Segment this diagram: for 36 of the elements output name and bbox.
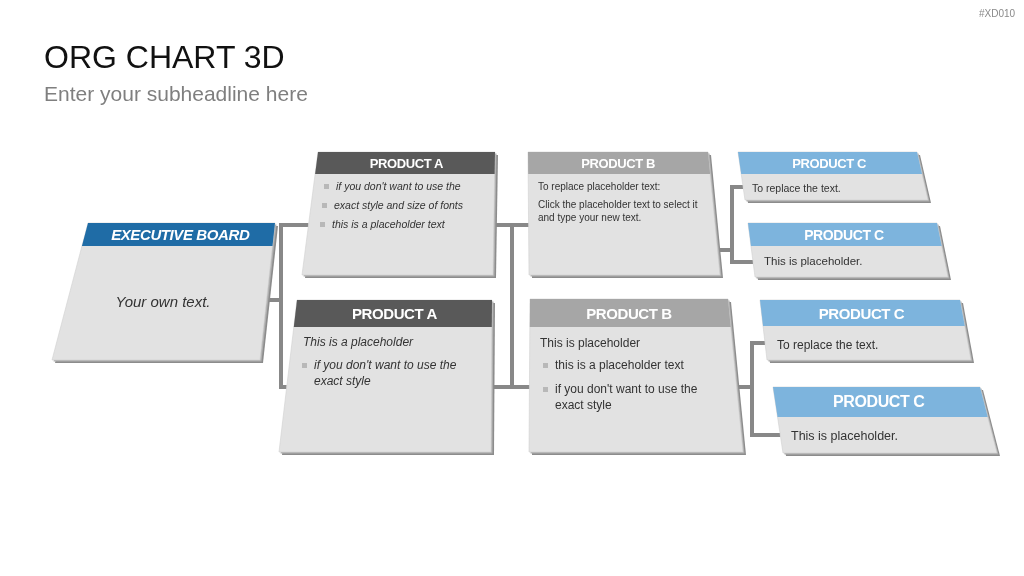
card-title: PRODUCT C (792, 155, 866, 171)
org-card (528, 152, 726, 279)
card-text: this is a placeholder text (332, 217, 446, 231)
card-text: this is a placeholder text (555, 357, 685, 373)
card-text: To replace placeholder text: (538, 180, 662, 193)
org-card (773, 387, 1003, 457)
card-title: PRODUCT C (818, 304, 905, 322)
card-text: Click the placeholder text to select it and type your new text. (538, 198, 699, 224)
card-title: PRODUCT C (804, 226, 884, 243)
card-text: exact style and size of fonts (334, 198, 464, 212)
org-card (302, 152, 501, 279)
card-text: if you don't want to use the exact style (314, 357, 458, 389)
card-title: PRODUCT A (351, 305, 437, 322)
card-text: To replace the text. (752, 181, 842, 195)
card-text: To replace the text. (777, 337, 880, 353)
card-text: if you don't want to use the (336, 179, 462, 193)
card-text: This is placeholder. (791, 428, 899, 444)
card-title: EXECUTIVE BOARD (111, 226, 250, 243)
org-card (279, 300, 498, 456)
org-card (52, 223, 281, 364)
card-title: PRODUCT C (833, 393, 925, 411)
org-card (760, 300, 977, 364)
card-title: PRODUCT B (586, 304, 672, 322)
org-card (529, 299, 749, 456)
code-label: #XD010 (979, 8, 1016, 20)
subtitle: Enter your subheadline here (44, 81, 308, 107)
card-text: This is a placeholder (303, 334, 415, 350)
card-text: Your own text. (114, 292, 212, 312)
title: ORG CHART 3D (44, 38, 285, 76)
card-text: if you don't want to use the exact style (555, 381, 699, 413)
card-title: PRODUCT B (581, 155, 655, 171)
org-card (748, 223, 954, 281)
card-text: This is placeholder. (764, 254, 864, 269)
card-title: PRODUCT A (369, 155, 443, 171)
card-text: This is placeholder (540, 335, 642, 351)
org-card (738, 152, 934, 204)
